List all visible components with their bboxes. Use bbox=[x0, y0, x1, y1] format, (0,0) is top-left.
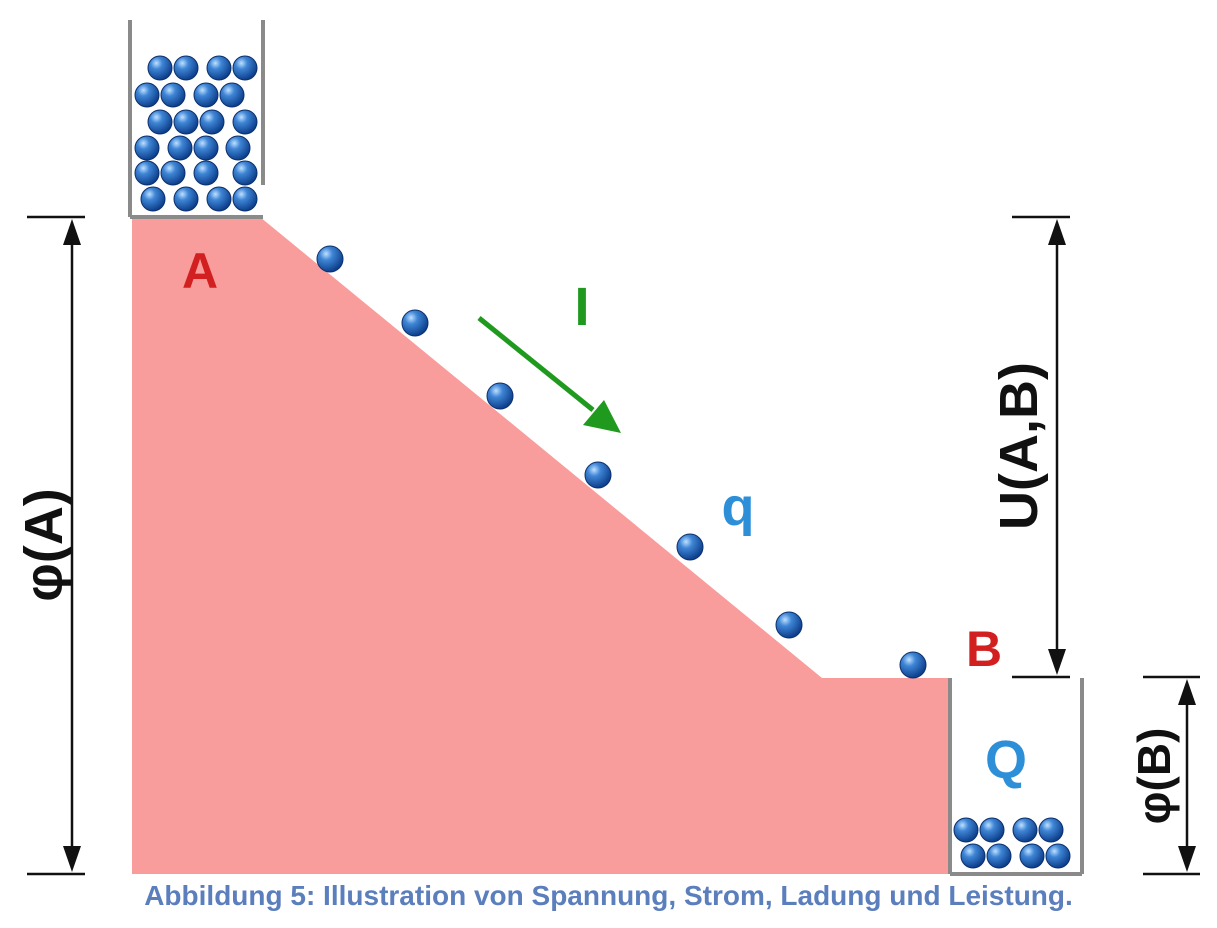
sphere-icon bbox=[775, 611, 803, 639]
potential-b-label: φ(B) bbox=[1128, 728, 1180, 825]
sphere-icon bbox=[193, 135, 219, 161]
charge-pile-b bbox=[953, 817, 1071, 869]
figure-caption: Abbildung 5: Illustration von Spannung, … bbox=[144, 880, 1073, 911]
sphere-icon bbox=[147, 55, 173, 81]
current-label: I bbox=[574, 277, 589, 337]
sphere-icon bbox=[232, 55, 258, 81]
sphere-icon bbox=[232, 160, 258, 186]
sphere-icon bbox=[193, 82, 219, 108]
charge-pile-a bbox=[134, 55, 258, 212]
sphere-icon bbox=[134, 135, 160, 161]
dimension-potential-a bbox=[27, 215, 85, 876]
sphere-icon bbox=[134, 160, 160, 186]
voltage-label: U(A,B) bbox=[989, 362, 1049, 530]
point-a-label: A bbox=[182, 243, 218, 299]
sphere-icon bbox=[232, 186, 258, 212]
sphere-icon bbox=[979, 817, 1005, 843]
sphere-icon bbox=[676, 533, 704, 561]
charge-label: q bbox=[722, 477, 755, 537]
sphere-icon bbox=[160, 82, 186, 108]
sphere-icon bbox=[1045, 843, 1071, 869]
sphere-icon bbox=[486, 382, 514, 410]
sphere-icon bbox=[199, 109, 225, 135]
sphere-icon bbox=[173, 186, 199, 212]
sphere-icon bbox=[173, 55, 199, 81]
potential-a-label: φ(A) bbox=[14, 488, 74, 602]
sphere-icon bbox=[232, 109, 258, 135]
sphere-icon bbox=[206, 55, 232, 81]
dimension-voltage bbox=[1012, 215, 1070, 679]
sphere-icon bbox=[960, 843, 986, 869]
total-charge-label: Q bbox=[985, 730, 1027, 790]
container-a bbox=[128, 20, 265, 219]
sphere-icon bbox=[986, 843, 1012, 869]
sphere-icon bbox=[160, 160, 186, 186]
potential-slope bbox=[132, 217, 948, 874]
sphere-icon bbox=[167, 135, 193, 161]
container-b bbox=[948, 678, 1084, 876]
sphere-icon bbox=[1012, 817, 1038, 843]
sphere-icon bbox=[584, 461, 612, 489]
sphere-icon bbox=[219, 82, 245, 108]
arrow-down-right-icon bbox=[477, 316, 621, 433]
dimension-potential-b bbox=[1143, 675, 1200, 876]
sphere-icon bbox=[953, 817, 979, 843]
sphere-icon bbox=[1038, 817, 1064, 843]
sphere-icon bbox=[140, 186, 166, 212]
sphere-icon bbox=[147, 109, 173, 135]
sphere-icon bbox=[401, 309, 429, 337]
sphere-icon bbox=[173, 109, 199, 135]
sphere-icon bbox=[193, 160, 219, 186]
sphere-icon bbox=[316, 245, 344, 273]
sphere-icon bbox=[899, 651, 927, 679]
moving-charges bbox=[316, 245, 927, 679]
point-b-label: B bbox=[966, 621, 1002, 677]
sphere-icon bbox=[134, 82, 160, 108]
sphere-icon bbox=[1019, 843, 1045, 869]
sphere-icon bbox=[225, 135, 251, 161]
sphere-icon bbox=[206, 186, 232, 212]
